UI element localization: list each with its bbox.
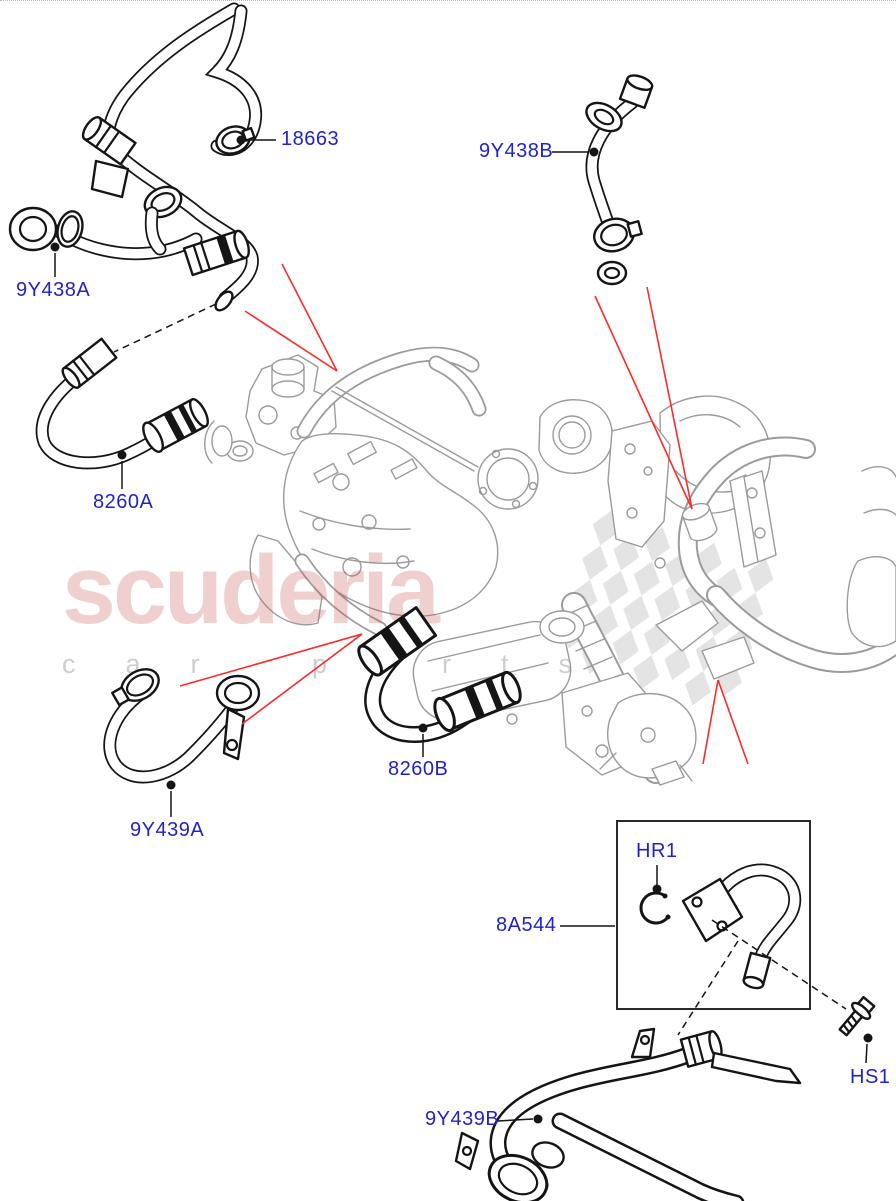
part-label-18663[interactable]: 18663 xyxy=(281,128,340,150)
installation-callout-lines xyxy=(179,263,749,765)
clamp-18663-drawing xyxy=(215,125,256,155)
hose-assembly-9y438a-drawing xyxy=(8,2,263,312)
part-label-hs1[interactable]: HS1 xyxy=(850,1066,891,1088)
part-label-9y438b[interactable]: 9Y438B xyxy=(479,140,554,162)
pipe-9y439b-drawing xyxy=(454,1027,802,1201)
assembly-dashed-lines xyxy=(113,303,847,1036)
part-label-8a544[interactable]: 8A544 xyxy=(496,914,557,936)
part-label-9y439a[interactable]: 9Y439A xyxy=(130,819,205,841)
part-label-9y438a[interactable]: 9Y438A xyxy=(16,279,91,301)
part-label-9y439b[interactable]: 9Y439B xyxy=(425,1108,500,1130)
hose-9y438b-drawing xyxy=(585,74,654,286)
part-label-8260b[interactable]: 8260B xyxy=(388,758,449,780)
watermark-text: scuderia car parts xyxy=(62,535,622,679)
screw-hs1-drawing xyxy=(838,995,876,1037)
part-label-hr1[interactable]: HR1 xyxy=(636,840,678,862)
watermark-sub-word2: parts xyxy=(312,649,622,679)
engine-assembly-drawing xyxy=(204,346,896,786)
hose-8260b-drawing xyxy=(357,606,522,743)
watermark-brand-text: scuderia xyxy=(62,535,441,644)
hose-8260a-drawing xyxy=(35,337,209,470)
hose-9y439a-drawing xyxy=(103,668,261,784)
kit-8a544-box-drawing xyxy=(616,820,811,1010)
kit-box-frame xyxy=(616,820,811,1010)
part-label-8260a[interactable]: 8260A xyxy=(93,491,154,513)
label-leader-lines xyxy=(50,135,873,1124)
